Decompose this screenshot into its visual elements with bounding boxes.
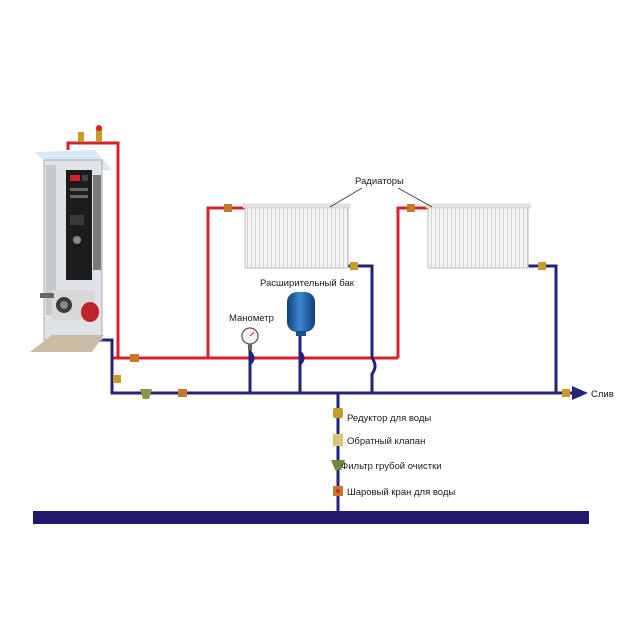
valve-icon <box>562 389 570 397</box>
electric-boiler-icon <box>30 125 112 352</box>
reducer-label: Редуктор для воды <box>347 413 431 424</box>
gauge-pipe-crossover <box>248 350 255 366</box>
valve-icon <box>350 262 358 270</box>
radiator2-return-pipe <box>528 264 558 393</box>
filter-icon <box>140 389 152 399</box>
drain-arrow-icon <box>572 386 588 400</box>
ball-valve-label: Шаровый кран для воды <box>347 487 455 498</box>
radiator-2 <box>407 203 546 270</box>
check-valve-label: Обратный клапан <box>347 436 425 447</box>
valve-icon <box>538 262 546 270</box>
manometer-label: Манометр <box>229 313 274 324</box>
boiler-top-supply-pipe <box>66 141 120 358</box>
valve-icon <box>224 204 232 212</box>
expansion-tank-icon <box>287 292 315 336</box>
tank-pipe-crossover <box>298 350 305 366</box>
inlet-assembly <box>331 408 345 496</box>
drain-label: Слив <box>591 389 614 400</box>
panel-radiator-icon <box>244 204 349 269</box>
coarse-filter-icon <box>331 460 345 470</box>
floor-bar <box>33 511 589 524</box>
radiator1-return-crossover <box>370 357 377 393</box>
valve-icon <box>178 389 187 397</box>
boiler-return-pipe <box>98 338 572 395</box>
check-valve-icon <box>333 434 343 446</box>
radiator-1 <box>224 203 358 270</box>
return-pipes <box>98 264 572 512</box>
expansion-tank-label: Расширительный бак <box>260 278 355 289</box>
valve-icon <box>130 354 139 362</box>
supply-pipes <box>66 141 428 360</box>
radiator2-supply-riser <box>396 206 428 358</box>
radiators-label: Радиаторы <box>355 176 404 187</box>
panel-radiator-icon <box>427 204 529 269</box>
valve-icon <box>407 204 415 212</box>
coarse-filter-label: Фильтр грубой очистки <box>341 461 442 472</box>
valve-icon <box>113 375 121 383</box>
radiators-pointer-left <box>329 187 363 208</box>
radiators-pointer-right <box>397 187 433 208</box>
pressure-gauge-icon <box>241 327 259 350</box>
reducer-icon <box>333 408 343 418</box>
radiator1-supply-riser <box>206 206 245 358</box>
